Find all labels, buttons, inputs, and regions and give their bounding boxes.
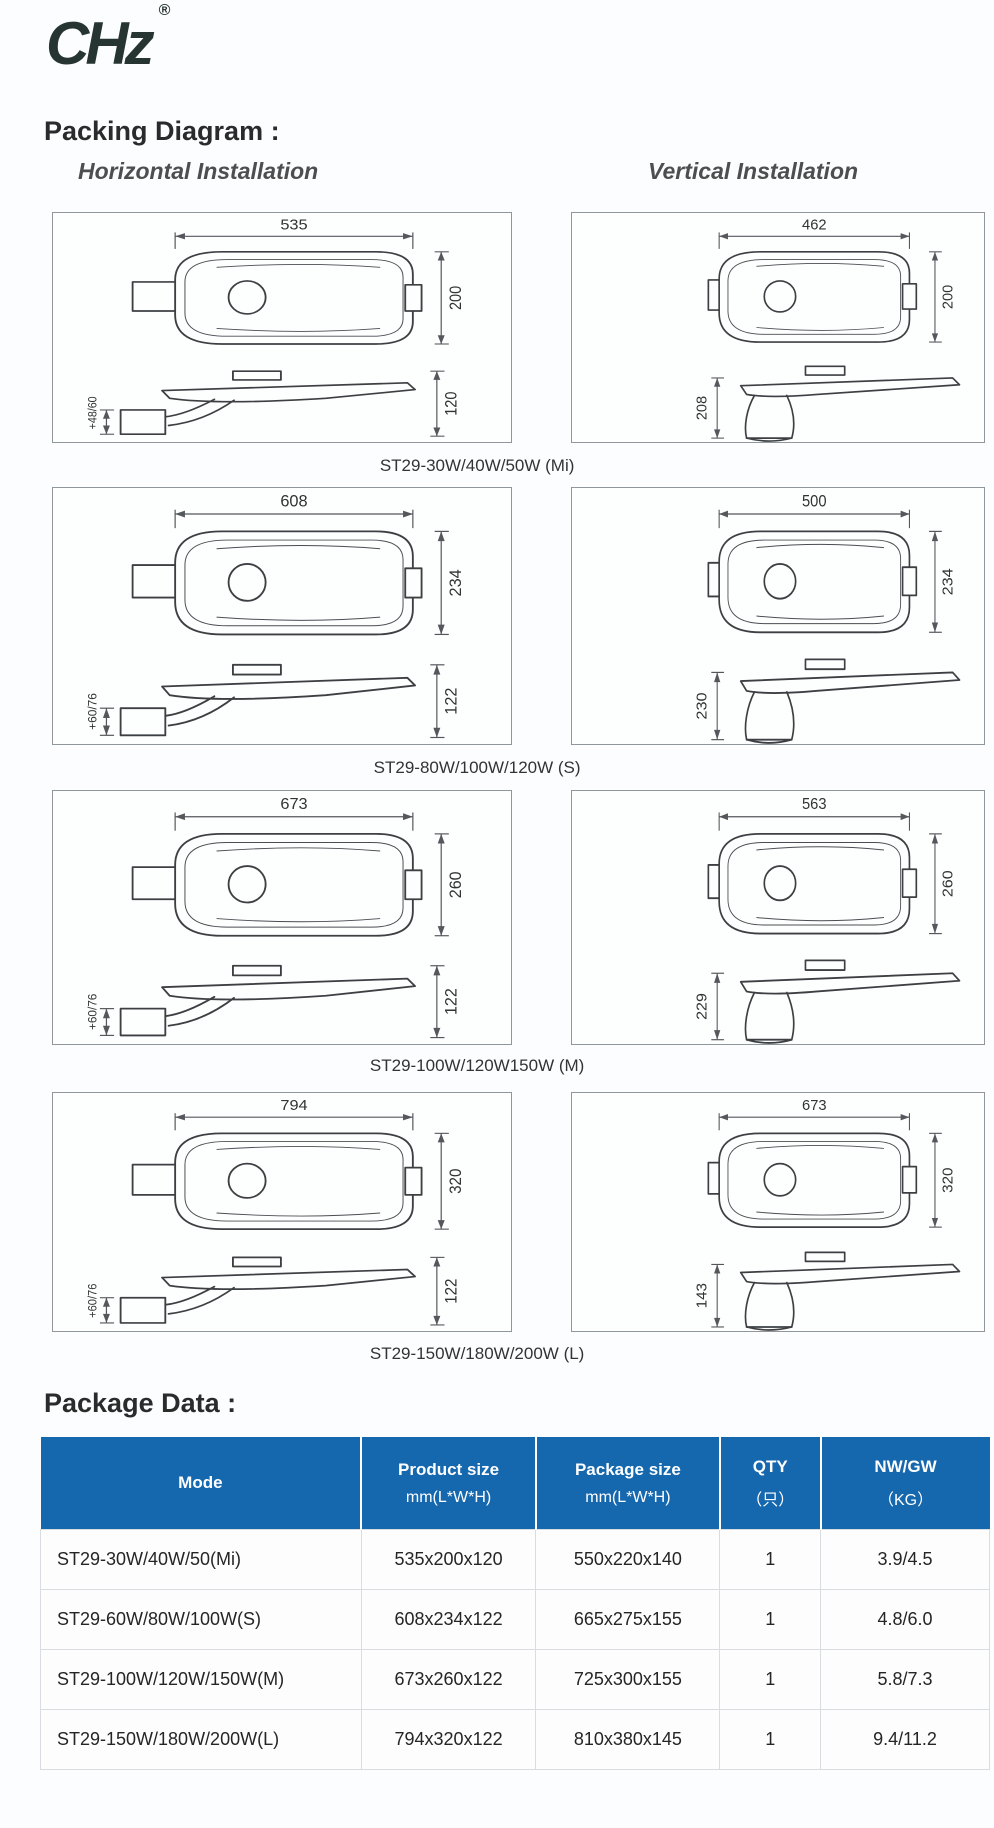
brand-logo: CHz® — [46, 3, 170, 74]
table-cell-package-size: 810x380x145 — [535, 1709, 721, 1770]
packing-diagram-heading: Packing Diagram : — [44, 116, 280, 146]
vertical-installation-title: Vertical Installation — [648, 158, 859, 184]
svg-text:230: 230 — [694, 692, 710, 720]
svg-text:320: 320 — [447, 1168, 465, 1193]
table-cell-product-size: 608x234x122 — [360, 1589, 537, 1650]
svg-text:143: 143 — [694, 1283, 711, 1308]
svg-text:234: 234 — [447, 569, 465, 596]
vertical-diagram-box: 563 260 229 — [571, 790, 985, 1045]
table-cell-package-size: 550x220x140 — [535, 1529, 721, 1590]
horizontal-packing-drawing: 673 260 122 +60/76 — [86, 795, 465, 1039]
table-cell-product-size: 535x200x120 — [360, 1529, 537, 1590]
table-cell-qty: 1 — [719, 1709, 822, 1770]
svg-text:260: 260 — [940, 870, 956, 897]
table-header-cell: Mode — [40, 1437, 363, 1530]
model-caption: ST29-100W/120W150W (M) — [369, 1056, 585, 1075]
horizontal-diagram-box: 794 320 122 +60/76 — [52, 1092, 512, 1332]
svg-text:563: 563 — [802, 796, 827, 814]
table-cell-qty: 1 — [719, 1649, 822, 1710]
vertical-packing-drawing: 462 200 208 — [694, 218, 961, 442]
svg-text:200: 200 — [447, 286, 465, 310]
table-cell-mode: ST29-150W/180W/200W(L) — [40, 1709, 362, 1770]
svg-text:229: 229 — [694, 993, 710, 1020]
svg-text:122: 122 — [442, 688, 460, 715]
table-cell-qty: 1 — [719, 1589, 822, 1650]
svg-text:320: 320 — [940, 1168, 957, 1193]
table-header-cell: QTY（只） — [719, 1437, 822, 1530]
svg-text:+60/76: +60/76 — [86, 693, 100, 730]
table-cell-nw-gw: 3.9/4.5 — [820, 1529, 990, 1590]
registered-trademark-icon: ® — [158, 2, 171, 19]
svg-text:608: 608 — [280, 492, 307, 510]
horizontal-packing-drawing: 535 200 120 +48/60 — [87, 217, 465, 437]
model-caption: ST29-80W/100W/120W (S) — [373, 758, 581, 777]
svg-text:+48/60: +48/60 — [87, 396, 100, 429]
brand-logo-text: CHz — [46, 10, 155, 77]
table-cell-qty: 1 — [719, 1529, 822, 1590]
svg-text:500: 500 — [802, 493, 827, 511]
table-cell-product-size: 794x320x122 — [360, 1709, 537, 1770]
svg-text:234: 234 — [940, 568, 956, 596]
table-header-cell: NW/GW（KG） — [820, 1437, 990, 1530]
svg-text:122: 122 — [442, 988, 460, 1015]
table-cell-mode: ST29-30W/40W/50(Mi) — [40, 1529, 362, 1590]
vertical-diagram-box: 462 200 208 — [571, 212, 985, 443]
vertical-packing-drawing: 563 260 229 — [694, 796, 961, 1044]
table-cell-mode: ST29-100W/120W/150W(M) — [40, 1649, 362, 1710]
svg-text:673: 673 — [280, 795, 307, 813]
table-cell-product-size: 673x260x122 — [360, 1649, 537, 1710]
vertical-diagram-box: 673 320 143 — [571, 1092, 985, 1332]
vertical-packing-drawing: 673 320 143 — [694, 1097, 961, 1331]
horizontal-installation-title: Horizontal Installation — [78, 158, 319, 184]
installation-column-titles: Horizontal Installation Vertical Install… — [0, 158, 994, 188]
svg-text:122: 122 — [443, 1279, 461, 1304]
svg-text:535: 535 — [280, 217, 307, 233]
table-cell-package-size: 665x275x155 — [535, 1589, 721, 1650]
svg-text:+60/76: +60/76 — [87, 1284, 99, 1318]
horizontal-diagram-box: 608 234 122 +60/76 — [52, 487, 512, 745]
horizontal-packing-drawing: 608 234 122 +60/76 — [86, 492, 465, 739]
svg-text:+60/76: +60/76 — [86, 993, 100, 1030]
svg-text:200: 200 — [941, 285, 957, 309]
package-data-heading: Package Data : — [44, 1388, 237, 1418]
vertical-diagram-box: 500 234 230 — [571, 487, 985, 745]
horizontal-packing-drawing: 794 320 122 +60/76 — [87, 1098, 465, 1326]
svg-text:462: 462 — [802, 218, 827, 234]
vertical-packing-drawing: 500 234 230 — [694, 493, 961, 744]
horizontal-diagram-box: 535 200 120 +48/60 — [52, 212, 512, 443]
svg-text:673: 673 — [802, 1097, 827, 1114]
table-cell-nw-gw: 9.4/11.2 — [820, 1709, 990, 1770]
svg-text:260: 260 — [447, 871, 465, 898]
table-cell-mode: ST29-60W/80W/100W(S) — [40, 1589, 362, 1650]
table-cell-package-size: 725x300x155 — [535, 1649, 721, 1710]
svg-text:120: 120 — [443, 392, 461, 416]
table-cell-nw-gw: 4.8/6.0 — [820, 1589, 990, 1650]
horizontal-diagram-box: 673 260 122 +60/76 — [52, 790, 512, 1045]
model-caption: ST29-150W/180W/200W (L) — [369, 1344, 585, 1363]
svg-text:208: 208 — [694, 396, 710, 420]
table-cell-nw-gw: 5.8/7.3 — [820, 1649, 990, 1710]
model-caption: ST29-30W/40W/50W (Mi) — [379, 456, 575, 475]
svg-text:794: 794 — [280, 1098, 308, 1114]
